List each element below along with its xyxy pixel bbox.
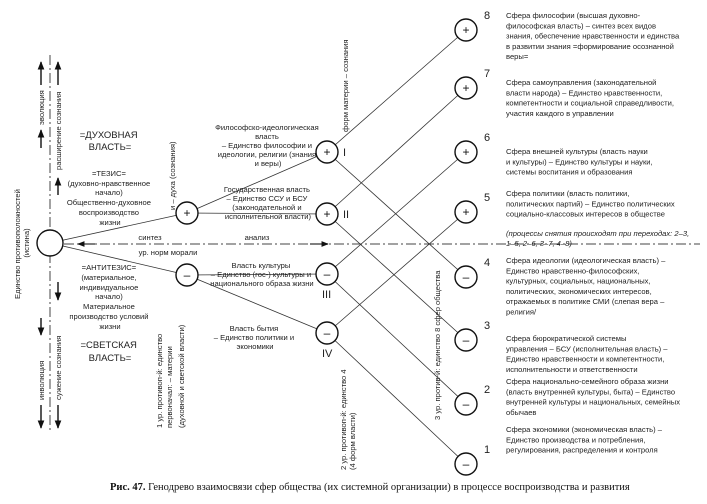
sphere-node-4: – (454, 265, 478, 289)
level2-bottom-label: 2 ур. противоп-й: единство 4 (4 форм вла… (339, 367, 357, 470)
sphere-node-6: + (454, 140, 478, 164)
sphere-number-3: 3 (484, 320, 490, 332)
expansion-label: расширение сознания (54, 92, 63, 170)
line-level2-to-sphere-3 (326, 213, 467, 341)
level1-plus-node: + (175, 201, 199, 225)
line-level2-to-sphere-1 (326, 332, 467, 465)
evolution-arrows (37, 61, 62, 195)
level2-node-II: + (315, 202, 339, 226)
line-level2-to-sphere-4 (326, 151, 467, 278)
process-note: (процессы снятия происходят при перехода… (506, 229, 691, 248)
roman-numeral-III: III (322, 289, 331, 301)
line-l1-IV (186, 274, 328, 334)
level1-label: 1 ур. противоп-й: единство первоначал: –… (155, 324, 186, 428)
sphere-number-5: 5 (484, 192, 490, 204)
morals-label: ур. норм морали (139, 248, 198, 257)
plus-sign: + (462, 145, 469, 159)
sphere-node-2: – (454, 392, 478, 416)
line-root-minus (49, 242, 188, 276)
figure-caption: Рис. 47. Генодрево взаимосвязи сфер обще… (110, 482, 630, 493)
line-l1-II (186, 212, 328, 215)
roman-numeral-I: I (343, 147, 346, 159)
narrowing-label: сужение сознания (54, 336, 63, 400)
plus-sign: + (462, 23, 469, 37)
sphere-node-1: – (454, 452, 478, 476)
level2-II-text: Государственная власть – Единство ССУ и … (224, 185, 312, 221)
sphere-number-2: 2 (484, 384, 490, 396)
spirit-label: и – духа (сознания) (168, 141, 177, 210)
line-level2-to-sphere-7 (326, 87, 467, 215)
level3-label: 3 ур. против-й: единство 8 сфер общества (433, 270, 442, 420)
root-label: Единство противоположностей (истина) (13, 187, 31, 299)
level2-node-I: + (315, 140, 339, 164)
minus-sign: – (324, 267, 331, 281)
sphere-number-4: 4 (484, 257, 490, 269)
evolution-label: эволюция (37, 90, 46, 125)
sphere-number-1: 1 (484, 444, 490, 456)
thesis-text: =ТЕЗИС= (духовно-нравственное начало) Об… (67, 169, 153, 227)
minus-sign: – (463, 397, 470, 411)
minus-sign: – (324, 326, 331, 340)
roman-numeral-II: II (343, 209, 349, 221)
level2-node-IV: – (315, 321, 339, 345)
sphere-text-2: Сфера национально-семейного образа жизни… (506, 377, 680, 417)
sphere-node-7: + (454, 76, 478, 100)
plus-sign: + (462, 81, 469, 95)
sphere-number-7: 7 (484, 68, 490, 80)
sphere-text-5: Сфера политики (власть политики,политиче… (506, 189, 675, 219)
analysis-label: анализ (245, 233, 270, 242)
level2-III-text: Власть культуры – Единство (гос-) культу… (210, 261, 313, 288)
line-level2-to-sphere-8 (326, 29, 467, 153)
line-level2-to-sphere-5 (326, 211, 467, 334)
line-root-plus (49, 212, 188, 244)
antithesis-text: =АНТИТЕЗИС= (материальное, индивидуально… (69, 263, 150, 331)
root-node (36, 229, 64, 257)
sphere-text-1: Сфера экономики (экономическая власть) –… (506, 425, 663, 455)
level2-IV-text: Власть бытия – Единство политики и эконо… (214, 324, 296, 351)
level1-minus-node: – (175, 263, 199, 287)
secular-power-label: =СВЕТСКАЯ ВЛАСТЬ= (80, 340, 139, 364)
sphere-node-3: – (454, 328, 478, 352)
level2-node-III: – (315, 262, 339, 286)
line-l1-III (186, 273, 328, 276)
minus-sign: – (184, 268, 191, 282)
involution-arrows (37, 282, 62, 429)
involution-label: инволюция (37, 361, 46, 400)
roman-numeral-IV: IV (322, 348, 333, 360)
plus-sign: + (462, 205, 469, 219)
minus-sign: – (463, 457, 470, 471)
sphere-number-8: 8 (484, 10, 490, 22)
level2-top-label: форм материи – сознания (341, 39, 350, 132)
connection-lines (49, 29, 467, 465)
sphere-number-6: 6 (484, 132, 490, 144)
line-level2-to-sphere-2 (326, 273, 467, 405)
line-level2-to-sphere-6 (326, 151, 467, 275)
line-l1-I (186, 151, 328, 214)
spiritual-power-label: =ДУХОВНАЯ ВЛАСТЬ= (80, 130, 141, 153)
minus-sign: – (463, 270, 470, 284)
sphere-text-4: Сфера идеологии (идеологическая власть) … (506, 256, 666, 317)
minus-sign: – (463, 333, 470, 347)
plus-sign: + (323, 145, 330, 159)
sphere-text-8: Сфера философии (высшая духовно-философс… (506, 11, 680, 61)
level2-I-text: Философско-идеологическая власть – Единс… (215, 123, 321, 168)
synthesis-label: синтез (138, 233, 162, 242)
plus-sign: + (323, 207, 330, 221)
sphere-node-5: + (454, 200, 478, 224)
sphere-node-8: + (454, 18, 478, 42)
plus-sign: + (183, 206, 190, 220)
